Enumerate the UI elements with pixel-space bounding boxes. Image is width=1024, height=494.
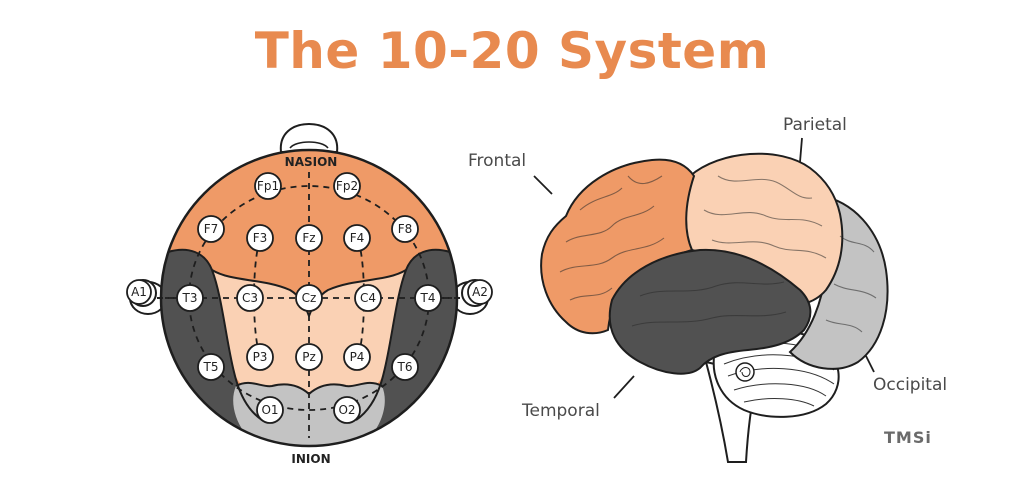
electrode-o1-circle — [256, 396, 284, 424]
electrode-a2: A2 — [467, 279, 493, 305]
electrode-o2-circle — [333, 396, 361, 424]
electrode-pz-circle — [295, 343, 323, 371]
brain-illustration: Frontal Parietal Temporal Occipital — [468, 115, 947, 463]
tmsi-logo: TMSi — [884, 428, 932, 447]
electrode-fp2-circle — [333, 172, 361, 200]
parietal-label: Parietal — [783, 115, 847, 135]
electrode-f7-label: F7 — [204, 222, 219, 236]
electrode-c3: C3 — [236, 284, 264, 312]
electrode-f3-label: F3 — [253, 231, 268, 245]
electrode-o2: O2 — [333, 396, 361, 424]
electrode-fz-circle — [295, 224, 323, 252]
electrode-t4: T4 — [414, 284, 442, 312]
electrode-fp2: Fp2 — [333, 172, 361, 200]
electrode-f4-label: F4 — [350, 231, 365, 245]
electrode-t3-circle — [176, 284, 204, 312]
frontal-label: Frontal — [468, 151, 526, 171]
electrode-a1-label: A1 — [131, 285, 147, 299]
electrode-o1-label: O1 — [261, 403, 278, 417]
electrode-t3: T3 — [176, 284, 204, 312]
electrode-cz: Cz — [295, 284, 323, 312]
electrode-fz: Fz — [295, 224, 323, 252]
electrode-t5-label: T5 — [203, 360, 219, 374]
electrode-pz-label: Pz — [302, 350, 316, 364]
electrode-o1: O1 — [256, 396, 284, 424]
electrode-f8: F8 — [391, 215, 419, 243]
electrode-f4: F4 — [343, 224, 371, 252]
electrode-c4-circle — [354, 284, 382, 312]
electrode-fz-label: Fz — [302, 231, 315, 245]
electrode-t6-label: T6 — [397, 360, 413, 374]
electrode-t4-circle — [414, 284, 442, 312]
electrode-pz: Pz — [295, 343, 323, 371]
page-title: The 10-20 System — [254, 22, 770, 80]
electrode-fp1: Fp1 — [254, 172, 282, 200]
electrode-fp1-circle — [254, 172, 282, 200]
electrode-t5-circle — [197, 353, 225, 381]
inion-label: INION — [291, 452, 330, 466]
electrode-fp1-label: Fp1 — [257, 179, 279, 193]
electrode-c4-label: C4 — [360, 291, 376, 305]
electrode-f3-circle — [246, 224, 274, 252]
electrode-t3-label: T3 — [182, 291, 198, 305]
electrode-cz-circle — [295, 284, 323, 312]
electrode-a2-label: A2 — [472, 285, 488, 299]
electrode-c4: C4 — [354, 284, 382, 312]
electrode-o2-label: O2 — [338, 403, 355, 417]
electrode-p3-label: P3 — [253, 350, 268, 364]
electrode-c3-label: C3 — [242, 291, 258, 305]
electrode-cz-label: Cz — [302, 291, 317, 305]
electrode-f8-circle — [391, 215, 419, 243]
electrode-p4-label: P4 — [350, 350, 365, 364]
temporal-lobe — [608, 248, 812, 375]
electrode-a1: A1 — [126, 279, 152, 305]
nose-shape — [279, 122, 339, 153]
electrode-t6-circle — [391, 353, 419, 381]
nasion-label: NASION — [285, 155, 338, 169]
electrode-fp2-label: Fp2 — [336, 179, 358, 193]
electrode-p3-circle — [246, 343, 274, 371]
electrode-f4-circle — [343, 224, 371, 252]
electrode-t4-label: T4 — [420, 291, 436, 305]
electrode-f8-label: F8 — [398, 222, 413, 236]
electrode-f3: F3 — [246, 224, 274, 252]
electrode-c3-circle — [236, 284, 264, 312]
electrode-p4-circle — [343, 343, 371, 371]
electrode-f7-circle — [197, 215, 225, 243]
electrode-p4: P4 — [343, 343, 371, 371]
occipital-label: Occipital — [873, 375, 947, 395]
leader-lines — [533, 137, 875, 399]
electrode-p3: P3 — [246, 343, 274, 371]
gyri-texture — [559, 175, 877, 333]
electrode-f7: F7 — [197, 215, 225, 243]
electrode-t5: T5 — [197, 353, 225, 381]
electrode-t6: T6 — [391, 353, 419, 381]
temporal-label: Temporal — [521, 401, 600, 421]
